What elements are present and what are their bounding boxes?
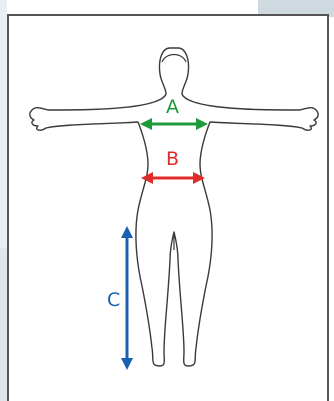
measurement-b-label: B <box>166 148 179 170</box>
measurement-a-label: A <box>166 96 179 118</box>
head-detail <box>162 55 186 63</box>
measurement-c-label: C <box>107 289 120 311</box>
